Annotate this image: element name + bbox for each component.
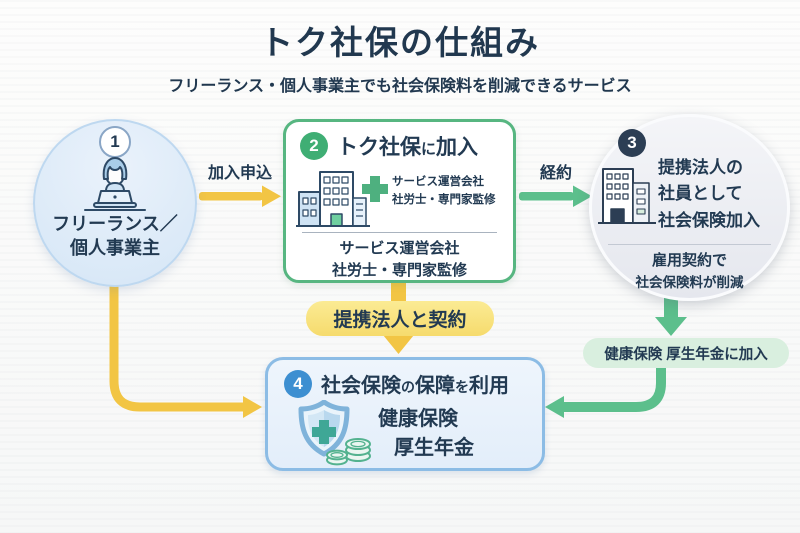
- step2-icon-caption-line1: サービス運営会社: [392, 176, 484, 188]
- step3-number-badge: 3: [618, 129, 646, 157]
- step4-title-part3: 保障: [415, 375, 455, 397]
- step4-header: 4 社会保険の保障を利用: [284, 369, 509, 398]
- step3-partner-ellipse: 3 提携法人の 社員として: [589, 114, 790, 301]
- step4-number-badge: 4: [284, 369, 312, 398]
- step1-label-line1: フリーランス／: [52, 214, 178, 234]
- step4-benefit-line1: 健康保険: [378, 408, 458, 430]
- step2-title-rest: 加入: [436, 136, 479, 159]
- office-buildings-plus-icon: [296, 171, 388, 227]
- step2-footer: サービス運営会社 社労士・専門家監修: [286, 238, 513, 282]
- step2-divider: [302, 232, 497, 233]
- step2-tokushaho-box: 2 トク社保に加入: [283, 119, 516, 283]
- shield-coins-icon: [298, 400, 371, 466]
- person-laptop-icon: [84, 157, 146, 211]
- step2-icon-caption: サービス運営会社 社労士・専門家監修: [392, 174, 496, 210]
- apply-arrow-label: 加入申込: [207, 165, 272, 182]
- step3-title-line2: 社員として: [658, 184, 743, 204]
- step4-title-part1: 社会保険: [321, 375, 401, 397]
- step1-number-badge: 1: [99, 126, 131, 158]
- step2-header: 2 トク社保に加入: [300, 131, 478, 161]
- contract-arrow: [519, 185, 592, 207]
- step3-title: 提携法人の 社員として 社会保険加入: [658, 155, 760, 234]
- partner-contract-badge: 提携法人と契約: [306, 301, 494, 336]
- step3-title-line3: 社会保険加入: [658, 210, 760, 230]
- step2-title: トク社保に加入: [337, 131, 478, 161]
- step1-label: フリーランス／ 個人事業主: [35, 212, 195, 261]
- step2-footer-line2: 社労士・専門家監修: [331, 261, 467, 279]
- step2-title-particle: に: [421, 141, 437, 158]
- partner-to-join-down-arrow: [655, 294, 687, 336]
- step4-benefit-line2: 厚生年金: [394, 437, 474, 459]
- step4-benefit-box: 4 社会保険の保障を利用 健康保険 厚生年金: [265, 357, 545, 471]
- step3-divider: [608, 244, 771, 245]
- step4-title-part5: 利用: [469, 375, 509, 397]
- step4-benefit-text: 健康保険 厚生年金: [378, 405, 474, 463]
- step3-footer: 雇用契約で 社会保険料が削減: [592, 250, 787, 293]
- freelance-to-benefit-arrow: [109, 282, 262, 418]
- step1-label-line2: 個人事業主: [70, 238, 160, 259]
- step2-title-main: トク社保: [337, 136, 421, 159]
- insurance-join-badge: 健康保険 厚生年金に加入: [583, 338, 789, 368]
- step4-title-part2: の: [401, 379, 415, 395]
- step4-title-part4: を: [455, 379, 469, 395]
- step4-title: 社会保険の保障を利用: [321, 369, 509, 398]
- page-subtitle: フリーランス・個人事業主でも社会保険料を削減できるサービス: [168, 78, 632, 95]
- join-to-benefit-arrow: [545, 366, 666, 418]
- step3-footer-line2: 社会保険料が削減: [635, 274, 744, 290]
- step1-freelance-circle: 1 フリーランス／ 個人事業主: [33, 119, 197, 287]
- page-title: トク社保の仕組み: [260, 24, 540, 61]
- step2-number-badge: 2: [300, 132, 328, 160]
- apply-arrow: [199, 185, 281, 207]
- step2-footer-line1: サービス運営会社: [339, 240, 460, 257]
- step2-icon-caption-line2: 社労士・専門家監修: [392, 193, 496, 206]
- step3-title-line1: 提携法人の: [658, 158, 743, 177]
- step3-footer-line1: 雇用契約で: [651, 252, 727, 269]
- office-building-icon: [598, 168, 656, 224]
- contract-arrow-label: 経約: [539, 165, 572, 182]
